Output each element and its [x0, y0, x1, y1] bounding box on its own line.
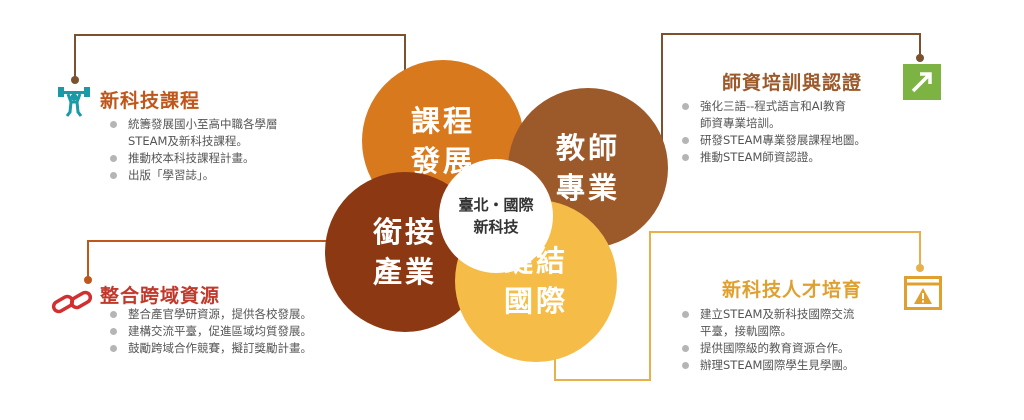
list-item: 提供國際級的教育資源合作。 [680, 340, 930, 357]
list-item: 出版「學習誌」。 [108, 167, 368, 184]
section-title-tech-course: 新科技課程 [100, 90, 201, 112]
center-line1: 臺北・國際 [458, 196, 534, 214]
list-item-continuation: 師資專業培訓。 [700, 116, 781, 130]
petal-course-line1: 課程 [410, 104, 475, 138]
list-item-continuation: STEAM及新科技課程。 [128, 134, 248, 148]
cross-domain-list: 整合產官學研資源，提供各校發展。 建構交流平臺，促進區域均質發展。 鼓勵跨域合作… [108, 306, 378, 357]
list-item: 推動STEAM師資認證。 [680, 149, 930, 166]
list-item: 建立STEAM及新科技國際交流 [680, 306, 930, 323]
center-line2: 新科技 [473, 218, 519, 236]
list-item: 辦理STEAM國際學生見學團。 [680, 357, 930, 374]
chain-link-icon [51, 290, 93, 314]
petal-industry-line2: 產業 [372, 255, 437, 289]
list-item: 推動校本科技課程計畫。 [108, 150, 368, 167]
list-item: 建構交流平臺，促進區域均質發展。 [108, 323, 378, 340]
list-item: 整合產官學研資源，提供各校發展。 [108, 306, 378, 323]
list-item: 鼓勵跨域合作競賽，擬訂獎勵計畫。 [108, 340, 378, 357]
warning-window-icon [904, 276, 942, 310]
list-item-continuation: 平臺，接軌國際。 [700, 324, 792, 338]
list-item: 統籌發展國小至高中職各學層 [108, 116, 368, 133]
section-title-teacher-training: 師資培訓與認證 [722, 72, 863, 94]
petal-teacher-line1: 教師 [555, 131, 620, 165]
petal-teacher-line2: 專業 [555, 171, 620, 205]
talent-list: 建立STEAM及新科技國際交流 平臺，接軌國際。 提供國際級的教育資源合作。 辦… [680, 306, 930, 374]
list-item: 研發STEAM專業發展課程地圖。 [680, 132, 930, 149]
list-item: 平臺，接軌國際。 [680, 323, 930, 340]
teacher-training-list: 強化三語--程式語言和AI教育 師資專業培訓。 研發STEAM專業發展課程地圖。… [680, 98, 930, 166]
list-item: 強化三語--程式語言和AI教育 [680, 98, 930, 115]
list-item: 師資專業培訓。 [680, 115, 930, 132]
petal-global-line2: 國際 [503, 284, 568, 318]
section-title-talent: 新科技人才培育 [722, 279, 863, 301]
weightlifter-icon [58, 87, 90, 117]
growth-arrow-icon [903, 64, 941, 100]
section-title-cross-domain: 整合跨域資源 [100, 285, 221, 307]
petal-industry-line1: 銜接 [372, 215, 437, 249]
center-circle: 臺北・國際 新科技 [441, 161, 551, 271]
tech-course-list: 統籌發展國小至高中職各學層 STEAM及新科技課程。 推動校本科技課程計畫。 出… [108, 116, 368, 184]
list-item: STEAM及新科技課程。 [108, 133, 368, 150]
